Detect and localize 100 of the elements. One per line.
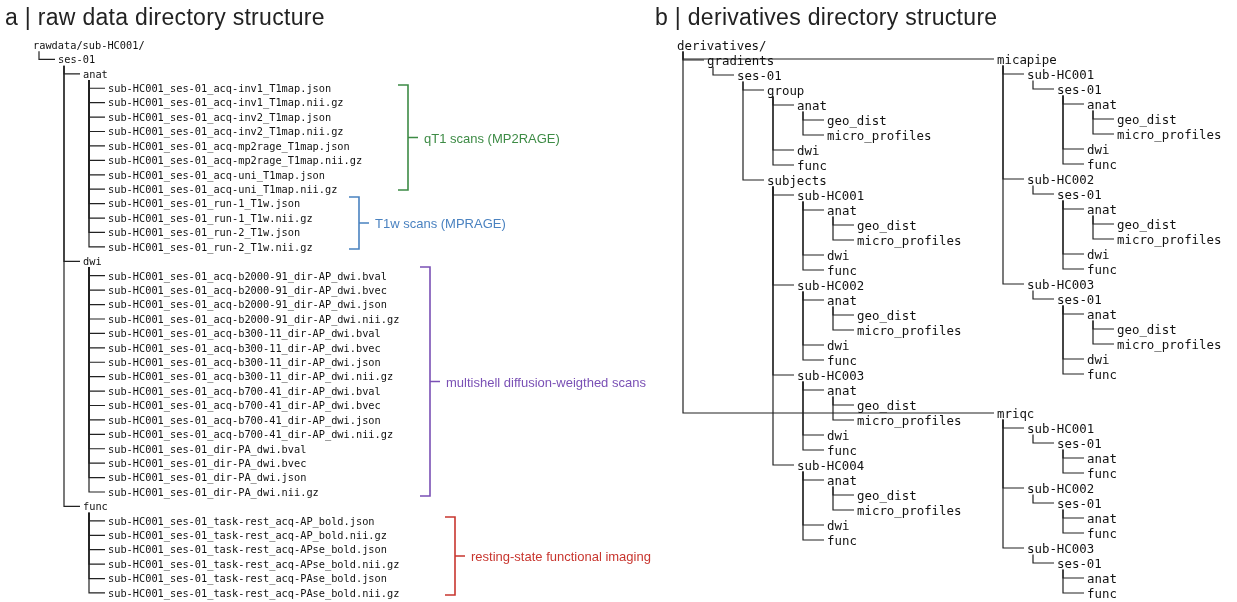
- tree-item-label: dwi: [827, 427, 850, 443]
- tree-item-label: sub-HC001_ses-01_acq-b300-11_dir-AP_dwi.bvec: [108, 340, 381, 355]
- tree-connector: [802, 470, 825, 541]
- tree-item-label: dwi: [827, 517, 850, 533]
- tree-item-label: dwi: [1087, 246, 1110, 262]
- tree-item-label: ses-01: [1057, 495, 1102, 511]
- tree-connector: [742, 80, 765, 181]
- tree-item-label: ses-01: [1057, 555, 1102, 571]
- tree-item-label: anat: [827, 472, 857, 488]
- tree-item-label: sub-HC001_ses-01_acq-inv2_T1map.json: [108, 109, 332, 125]
- tree-connector: [1092, 319, 1115, 345]
- tree-item-label: sub-HC001_ses-01_acq-uni_T1map.json: [108, 167, 325, 182]
- tree-connector: [1062, 199, 1085, 270]
- tree-item-label: ses-01: [1057, 435, 1102, 451]
- tree-item-label: func: [83, 499, 108, 514]
- tree-connector: [1062, 448, 1085, 474]
- tree-item-label: sub-HC001_ses-01_dir-PA_dwi.bvec: [108, 455, 307, 471]
- tree-item-label: func: [797, 157, 827, 173]
- tree-item-label: func: [1087, 366, 1117, 382]
- tree-item-label: anat: [1087, 510, 1117, 526]
- tree-connector: [1032, 289, 1055, 300]
- tree-item-label: sub-HC003: [797, 367, 865, 383]
- tree-item-label: sub-HC003: [1027, 540, 1095, 556]
- tree-connector: [1062, 508, 1085, 534]
- tree-item-label: micro_profiles: [1117, 126, 1222, 142]
- tree-item-label: sub-HC002: [1027, 171, 1095, 187]
- tree-connector: [1062, 568, 1085, 594]
- tree-connector: [682, 50, 995, 414]
- tree-item-label: sub-HC001_ses-01_acq-b300-11_dir-AP_dwi.bval: [108, 326, 381, 341]
- tree-item-label: micro_profiles: [857, 412, 962, 428]
- tree-item-label: anat: [1087, 450, 1117, 466]
- tree-item-label: sub-HC001_ses-01_run-2_T1w.json: [108, 225, 301, 240]
- tree-item-label: group: [767, 82, 805, 98]
- tree-item-label: ses-01: [1057, 186, 1102, 202]
- tree-connector: [1062, 304, 1085, 375]
- tree-item-label: geo_dist: [1117, 321, 1177, 337]
- tree-item-label: sub-HC004: [797, 457, 865, 473]
- tree-item-label: geo_dist: [857, 487, 917, 503]
- tree-connector: [88, 512, 106, 594]
- tree-connector: [832, 305, 855, 331]
- tree-item-label: sub-HC001_ses-01_acq-b300-11_dir-AP_dwi.nii.gz: [108, 369, 394, 384]
- tree-item-label: sub-HC001_ses-01_task-rest_acq-PAse_bold.json: [108, 571, 387, 586]
- tree-connector: [1032, 79, 1055, 90]
- tree-connector: [712, 65, 735, 76]
- tree-connector: [1032, 553, 1055, 564]
- tree-item-label: sub-HC001_ses-01_acq-inv1_T1map.nii.gz: [108, 95, 344, 110]
- tree-item-label: sub-HC001_ses-01_acq-uni_T1map.nii.gz: [108, 182, 338, 197]
- tree-item-label: func: [1087, 465, 1117, 481]
- tree-item-label: sub-HC001_ses-01_task-rest_acq-APse_bold.json: [108, 542, 387, 557]
- tree-item-label: sub-HC001_ses-01_acq-b300-11_dir-AP_dwi.json: [108, 355, 381, 370]
- tree-item-label: sub-HC001_ses-01_task-rest_acq-AP_bold.nii.gz: [108, 528, 387, 543]
- tree-item-label: derivatives/: [677, 37, 767, 53]
- tree-item-label: geo_dist: [1117, 216, 1177, 232]
- tree-item-label: micro_profiles: [1117, 336, 1222, 352]
- tree-item-label: micro_profiles: [827, 127, 932, 143]
- tree-item-label: sub-HC001_ses-01_dir-PA_dwi.json: [108, 470, 307, 485]
- tree-item-label: anat: [827, 382, 857, 398]
- tree-item-label: rawdata/sub-HC001/: [33, 37, 145, 53]
- tree-item-label: dwi: [1087, 351, 1110, 367]
- tree-item-label: func: [1087, 156, 1117, 172]
- tree-item-label: sub-HC003: [1027, 276, 1095, 292]
- tree-item-label: ses-01: [1057, 81, 1102, 97]
- tree-item-label: micro_profiles: [857, 232, 962, 248]
- tree-connector: [772, 95, 795, 166]
- tree-item-label: sub-HC001_ses-01_dir-PA_dwi.nii.gz: [108, 484, 319, 500]
- tree-connector: [1002, 64, 1025, 285]
- tree-item-label: anat: [827, 202, 857, 218]
- tree-item-label: sub-HC001_ses-01_acq-b2000-91_dir-AP_dwi.bvec: [108, 282, 387, 298]
- tree-item-label: gradients: [707, 52, 775, 68]
- tree-item-label: anat: [1087, 96, 1117, 112]
- tree-item-label: mriqc: [997, 405, 1035, 421]
- tree-item-label: dwi: [827, 337, 850, 353]
- tree-item-label: dwi: [1087, 141, 1110, 157]
- tree-item-label: sub-HC002: [1027, 480, 1095, 496]
- tree-item-label: func: [827, 352, 857, 368]
- tree-item-label: sub-HC001_ses-01_acq-mp2rage_T1map.nii.gz: [108, 153, 363, 168]
- tree-item-label: sub-HC001_ses-01_acq-inv1_T1map.json: [108, 81, 332, 96]
- tree-item-label: anat: [827, 292, 857, 308]
- tree-item-label: geo_dist: [827, 112, 887, 128]
- tree-item-label: sub-HC002: [797, 277, 865, 293]
- tree-item-label: dwi: [797, 142, 820, 158]
- tree-connector: [1092, 214, 1115, 240]
- tree-item-label: anat: [83, 66, 108, 82]
- tree-item-label: anat: [1087, 306, 1117, 322]
- tree-connector: [38, 50, 56, 60]
- tree-item-label: sub-HC001_ses-01_acq-b700-41_dir-AP_dwi.nii.gz: [108, 427, 394, 442]
- tree-connector: [832, 215, 855, 241]
- bracket-label: multishell diffusion-weigthed scans: [446, 374, 646, 389]
- tree-item-label: ses-01: [1057, 291, 1102, 307]
- tree-connector: [63, 65, 81, 508]
- tree-connector: [1002, 418, 1025, 549]
- tree-connector: [802, 290, 825, 361]
- tree-item-label: anat: [797, 97, 827, 113]
- tree-item-label: sub-HC001_ses-01_acq-b2000-91_dir-AP_dwi.nii.gz: [108, 311, 400, 327]
- tree-item-label: sub-HC001: [1027, 66, 1095, 82]
- tree-item-label: func: [1087, 261, 1117, 277]
- tree-item-label: micapipe: [997, 51, 1057, 67]
- tree-item-label: func: [827, 442, 857, 458]
- tree-item-label: sub-HC001_ses-01_run-1_T1w.nii.gz: [108, 210, 313, 226]
- tree-item-label: sub-HC001_ses-01_acq-b700-41_dir-AP_dwi.bvec: [108, 398, 381, 413]
